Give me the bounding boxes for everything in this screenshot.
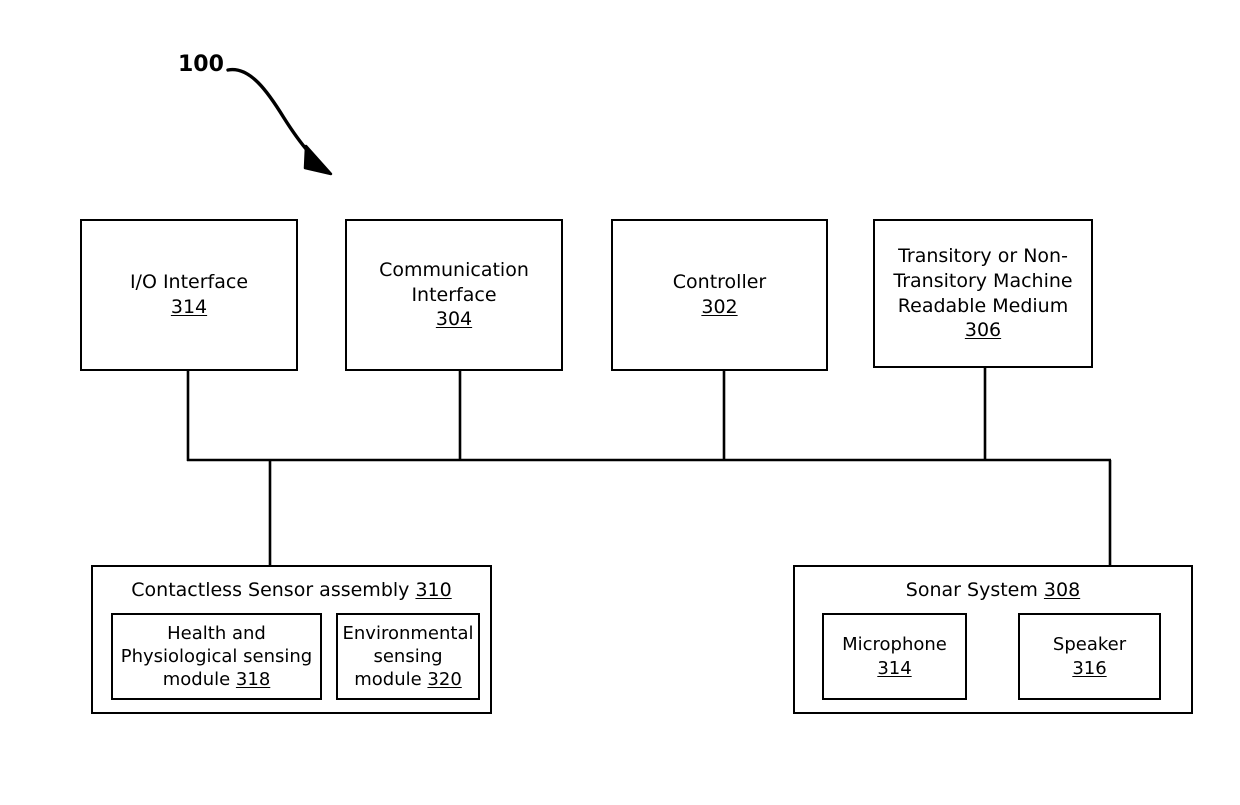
- group-sonar-system-title-text: Sonar System: [905, 579, 1038, 601]
- block-health-physiological-sensing-module-line-2: module 318: [163, 668, 271, 691]
- block-health-physiological-sensing-module-ref: 318: [235, 669, 271, 691]
- block-environmental-sensing-module-line-1: sensing: [373, 645, 443, 667]
- group-sonar-system-ref: 308: [1043, 579, 1081, 601]
- block-machine-readable-medium-line-2: Readable Medium: [897, 294, 1069, 317]
- block-health-physiological-sensing-module[interactable]: Health and Physiological sensing module …: [111, 613, 322, 700]
- block-machine-readable-medium-line-0: Transitory or Non-: [898, 245, 1068, 268]
- block-communication-interface-ref: 304: [435, 308, 473, 331]
- group-sonar-system[interactable]: Sonar System 308 Microphone 314 Speaker …: [793, 565, 1193, 714]
- curved-arrow-icon: [226, 67, 333, 176]
- block-io-interface-line-0: I/O Interface: [129, 271, 249, 294]
- block-machine-readable-medium-ref: 306: [964, 319, 1002, 342]
- block-controller-line-0: Controller: [672, 271, 767, 294]
- block-environmental-sensing-module-line-2: module 320: [354, 668, 462, 691]
- block-microphone-line-0: Microphone: [842, 634, 947, 656]
- block-environmental-sensing-module-ref: 320: [427, 669, 462, 691]
- block-health-physiological-sensing-module-line-1: Physiological sensing: [120, 645, 313, 667]
- block-environmental-sensing-module-line-0: Environmental: [342, 622, 474, 644]
- block-machine-readable-medium[interactable]: Transitory or Non- Transitory Machine Re…: [873, 219, 1093, 368]
- group-contactless-sensor-assembly-ref: 310: [415, 579, 452, 601]
- block-controller-ref: 302: [701, 296, 738, 318]
- group-contactless-sensor-assembly-title-text: Contactless Sensor assembly: [131, 579, 410, 601]
- group-contactless-sensor-assembly[interactable]: Contactless Sensor assembly 310 Health a…: [91, 565, 492, 714]
- block-microphone[interactable]: Microphone 314: [822, 613, 967, 700]
- block-io-interface[interactable]: I/O Interface 314: [80, 219, 298, 371]
- group-contactless-sensor-assembly-title: Contactless Sensor assembly 310: [93, 579, 490, 601]
- block-speaker-line-0: Speaker: [1052, 634, 1127, 656]
- block-controller[interactable]: Controller 302: [611, 219, 828, 371]
- block-microphone-ref: 314: [877, 657, 912, 679]
- block-speaker[interactable]: Speaker 316: [1018, 613, 1161, 700]
- group-sonar-system-title: Sonar System 308: [795, 579, 1191, 601]
- block-machine-readable-medium-line-1: Transitory Machine: [893, 269, 1073, 292]
- block-communication-interface[interactable]: Communication Interface 304: [345, 219, 563, 371]
- figure-reference-label: 100: [178, 52, 224, 77]
- block-environmental-sensing-module[interactable]: Environmental sensing module 320: [336, 613, 480, 700]
- block-health-physiological-sensing-module-line-2-text: module: [162, 669, 231, 691]
- block-speaker-ref: 316: [1072, 657, 1107, 679]
- block-communication-interface-line-0: Communication: [379, 258, 529, 281]
- block-io-interface-ref: 314: [170, 296, 208, 318]
- block-environmental-sensing-module-line-2-text: module: [354, 669, 422, 691]
- block-communication-interface-line-1: Interface: [411, 283, 497, 306]
- block-health-physiological-sensing-module-line-0: Health and: [167, 622, 266, 644]
